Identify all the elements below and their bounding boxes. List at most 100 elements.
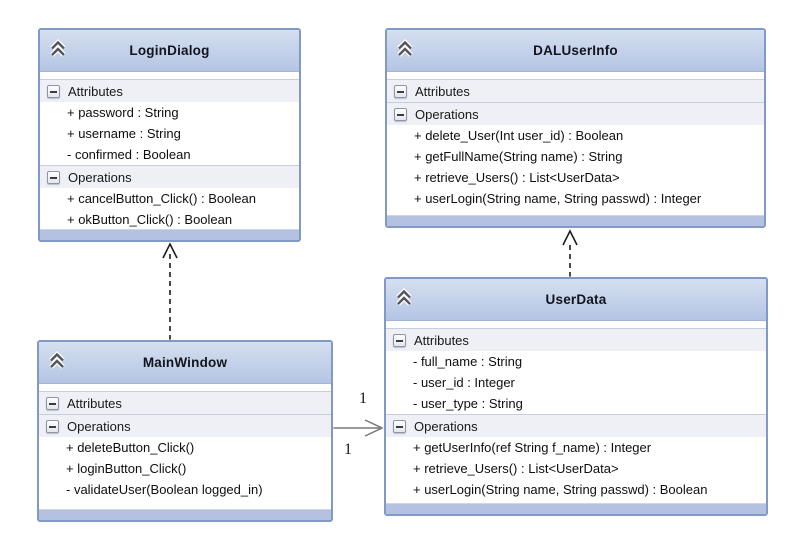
class-title: DALUserInfo xyxy=(533,43,618,58)
collapse-chevron-icon[interactable] xyxy=(394,38,416,60)
member-row[interactable]: + retrieve_Users() : List<UserData> xyxy=(386,458,766,479)
member-text: + retrieve_Users() : List<UserData> xyxy=(414,170,620,185)
member-row[interactable]: - validateUser(Boolean logged_in) xyxy=(39,479,331,500)
class-title: LoginDialog xyxy=(129,43,210,58)
section-header-operations[interactable]: Operations xyxy=(39,414,331,437)
member-text: + loginButton_Click() xyxy=(66,461,187,476)
member-text: + deleteButton_Click() xyxy=(66,440,195,455)
section-header-attributes[interactable]: Attributes xyxy=(39,391,331,414)
section-label: Operations xyxy=(414,418,478,434)
member-text: + username : String xyxy=(67,126,181,141)
body-gap xyxy=(40,72,299,79)
class-footer xyxy=(40,229,299,240)
member-text: + delete_User(Int user_id) : Boolean xyxy=(414,128,624,143)
member-row[interactable]: + delete_User(Int user_id) : Boolean xyxy=(387,125,764,146)
collapse-chevron-icon[interactable] xyxy=(47,38,69,60)
collapse-minus-icon[interactable] xyxy=(47,84,60,98)
member-text: + getUserInfo(ref String f_name) : Integ… xyxy=(413,440,652,455)
open-arrowhead-icon xyxy=(562,229,578,246)
class-box-userdata[interactable]: UserData Attributes - full_name : String… xyxy=(384,277,768,516)
section-header-operations[interactable]: Operations xyxy=(387,102,764,125)
body-spacer xyxy=(386,500,766,503)
section-header-operations[interactable]: Operations xyxy=(386,414,766,437)
collapse-minus-icon[interactable] xyxy=(394,84,407,98)
body-gap xyxy=(39,384,331,391)
member-text: + cancelButton_Click() : Boolean xyxy=(67,191,256,206)
member-row[interactable]: + password : String xyxy=(40,102,299,123)
member-row[interactable]: + userLogin(String name, String passwd) … xyxy=(387,188,764,209)
class-body: Attributes Operations + delete_User(Int … xyxy=(387,72,764,215)
member-row[interactable]: + username : String xyxy=(40,123,299,144)
class-box-logindialog[interactable]: LoginDialog Attributes + password : Stri… xyxy=(38,28,301,242)
section-label: Operations xyxy=(67,418,131,434)
class-header[interactable]: UserData xyxy=(386,279,766,321)
collapse-minus-icon[interactable] xyxy=(46,419,59,433)
member-row[interactable]: - user_type : String xyxy=(386,393,766,414)
body-spacer xyxy=(39,500,331,509)
open-arrowhead-icon xyxy=(162,242,178,259)
collapse-minus-icon[interactable] xyxy=(393,419,406,433)
class-header[interactable]: LoginDialog xyxy=(40,30,299,72)
class-box-daluserinfo[interactable]: DALUserInfo Attributes Operations + dele… xyxy=(385,28,766,228)
section-label: Attributes xyxy=(68,83,123,99)
section-label: Attributes xyxy=(414,332,469,348)
member-row[interactable]: - user_id : Integer xyxy=(386,372,766,393)
class-title: UserData xyxy=(545,292,607,307)
class-footer xyxy=(386,503,766,514)
class-body: Attributes Operations + deleteButton_Cli… xyxy=(39,384,331,509)
section-header-attributes[interactable]: Attributes xyxy=(386,328,766,351)
multiplicity-label: 1 xyxy=(344,441,352,458)
member-row[interactable]: + loginButton_Click() xyxy=(39,458,331,479)
class-body: Attributes + password : String + usernam… xyxy=(40,72,299,229)
member-row[interactable]: + cancelButton_Click() : Boolean xyxy=(40,188,299,209)
class-body: Attributes - full_name : String - user_i… xyxy=(386,321,766,503)
member-text: + password : String xyxy=(67,105,179,120)
member-text: + okButton_Click() : Boolean xyxy=(67,212,233,227)
member-row[interactable]: + getFullName(String name) : String xyxy=(387,146,764,167)
body-gap xyxy=(386,321,766,328)
body-gap xyxy=(387,72,764,79)
member-text: + retrieve_Users() : List<UserData> xyxy=(413,461,619,476)
section-label: Attributes xyxy=(415,83,470,99)
class-footer xyxy=(387,215,764,226)
member-row[interactable]: - confirmed : Boolean xyxy=(40,144,299,165)
association-arrow-mainwindow-userdata[interactable]: 11 xyxy=(333,390,384,458)
collapse-chevron-icon[interactable] xyxy=(393,287,415,309)
multiplicity-label: 1 xyxy=(359,390,367,407)
dependency-arrow-userdata-daluserinfo[interactable] xyxy=(562,229,578,277)
member-text: - confirmed : Boolean xyxy=(67,147,191,162)
dependency-arrow-mainwindow-logindialog[interactable] xyxy=(162,242,178,340)
member-text: - validateUser(Boolean logged_in) xyxy=(66,482,263,497)
member-text: - user_id : Integer xyxy=(413,375,515,390)
collapse-minus-icon[interactable] xyxy=(46,396,59,410)
member-row[interactable]: + retrieve_Users() : List<UserData> xyxy=(387,167,764,188)
class-footer xyxy=(39,509,331,520)
class-box-mainwindow[interactable]: MainWindow Attributes Operations + delet… xyxy=(37,340,333,522)
open-arrowhead-icon xyxy=(364,419,384,437)
collapse-minus-icon[interactable] xyxy=(393,333,406,347)
member-row[interactable]: + getUserInfo(ref String f_name) : Integ… xyxy=(386,437,766,458)
section-header-operations[interactable]: Operations xyxy=(40,165,299,188)
class-header[interactable]: DALUserInfo xyxy=(387,30,764,72)
body-spacer xyxy=(387,209,764,215)
section-label: Operations xyxy=(68,169,132,185)
member-text: + getFullName(String name) : String xyxy=(414,149,623,164)
collapse-minus-icon[interactable] xyxy=(47,170,60,184)
collapse-minus-icon[interactable] xyxy=(394,107,407,121)
member-row[interactable]: + deleteButton_Click() xyxy=(39,437,331,458)
section-header-attributes[interactable]: Attributes xyxy=(387,79,764,102)
member-row[interactable]: - full_name : String xyxy=(386,351,766,372)
section-label: Attributes xyxy=(67,395,122,411)
class-title: MainWindow xyxy=(142,355,228,370)
member-row[interactable]: + okButton_Click() : Boolean xyxy=(40,209,299,229)
member-row[interactable]: + userLogin(String name, String passwd) … xyxy=(386,479,766,500)
class-header[interactable]: MainWindow xyxy=(39,342,331,384)
member-text: + userLogin(String name, String passwd) … xyxy=(413,482,708,497)
collapse-chevron-icon[interactable] xyxy=(46,350,68,372)
section-label: Operations xyxy=(415,106,479,122)
section-header-attributes[interactable]: Attributes xyxy=(40,79,299,102)
member-text: - full_name : String xyxy=(413,354,523,369)
member-text: - user_type : String xyxy=(413,396,523,411)
